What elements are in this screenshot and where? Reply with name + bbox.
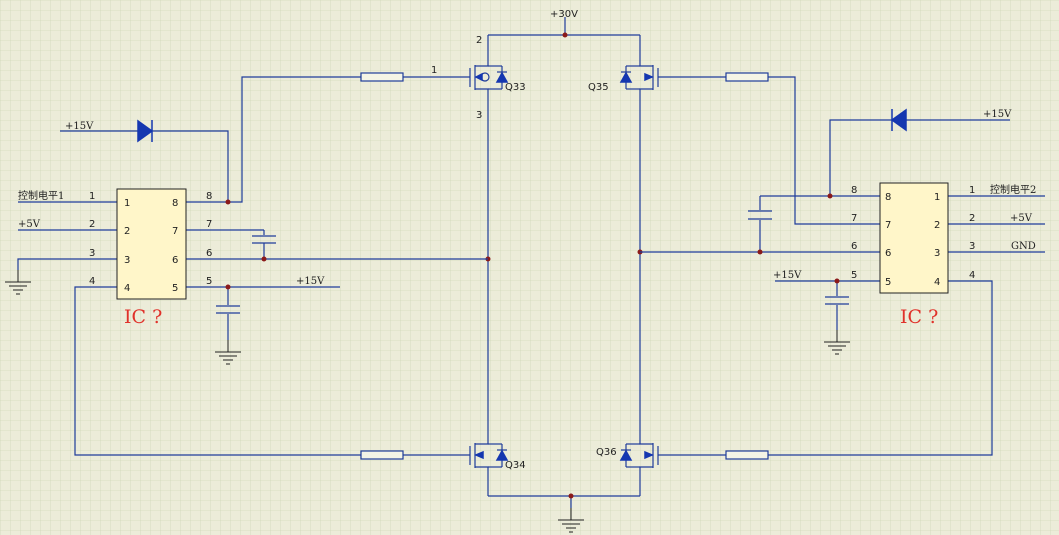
capacitor-left-bootstrap xyxy=(252,235,276,244)
left-ic-in-7: 7 xyxy=(172,226,178,237)
label-15v-left-diode: +15V xyxy=(65,121,94,132)
junction-left-pin6 xyxy=(261,256,267,262)
diode-right xyxy=(890,108,907,132)
right-ic-out-3: 3 xyxy=(969,241,975,252)
label-q35: Q35 xyxy=(588,82,609,93)
mosfet-q36: Q36 xyxy=(596,441,659,470)
mosfet-q35: Q35 xyxy=(588,63,659,93)
right-ic-out-2: 2 xyxy=(969,213,975,224)
left-ic-in-8: 8 xyxy=(172,198,178,209)
diode-left xyxy=(137,119,154,143)
label-q33: Q33 xyxy=(505,82,526,93)
right-ic-in-4: 4 xyxy=(934,277,940,288)
junction-ground xyxy=(568,493,574,499)
junction-left-pin5 xyxy=(225,284,231,290)
resistor-q36-gate xyxy=(725,450,769,460)
capacitor-left-bypass xyxy=(216,305,240,314)
right-ic-in-7: 7 xyxy=(885,220,891,231)
left-ic-out-8: 8 xyxy=(206,191,212,202)
left-ic-in-3: 3 xyxy=(124,255,130,266)
right-ic-in-8: 8 xyxy=(885,192,891,203)
label-q34: Q34 xyxy=(505,460,526,471)
right-ic-in-3: 3 xyxy=(934,248,940,259)
q33-pin-1: 1 xyxy=(431,65,437,76)
ic-right-label: IC ? xyxy=(900,306,938,328)
label-5v-right: +5V xyxy=(1010,213,1033,224)
junction-right-pin6 xyxy=(757,249,763,255)
right-ic-in-5: 5 xyxy=(885,277,891,288)
capacitor-right-bypass xyxy=(825,296,849,305)
resistor-q34-gate xyxy=(360,450,404,460)
left-ic-in-2: 2 xyxy=(124,226,130,237)
right-ic-out-5: 5 xyxy=(851,270,857,281)
label-30v: +30V xyxy=(550,9,578,20)
label-control-left: 控制电平1 xyxy=(18,189,64,202)
gate-wiring xyxy=(74,76,993,456)
resistor-q35-gate xyxy=(725,72,769,82)
right-ic-out-6: 6 xyxy=(851,241,857,252)
label-15v-right-pin5: +15V xyxy=(773,270,802,281)
right-ic-in-2: 2 xyxy=(934,220,940,231)
right-ic-out-4: 4 xyxy=(969,270,975,281)
junction-30v xyxy=(562,32,568,38)
junction-left-pin8 xyxy=(225,199,231,205)
left-ic-out-2: 2 xyxy=(89,219,95,230)
label-q36: Q36 xyxy=(596,447,617,458)
right-ic-out-1: 1 xyxy=(969,185,975,196)
right-ic-out-7: 7 xyxy=(851,213,857,224)
ic-left xyxy=(116,188,187,300)
left-ic-in-1: 1 xyxy=(124,198,130,209)
right-ic-in-1: 1 xyxy=(934,192,940,203)
left-ic-in-4: 4 xyxy=(124,283,130,294)
left-ic-in-5: 5 xyxy=(172,283,178,294)
label-5v-left: +5V xyxy=(18,219,41,230)
left-ic-out-3: 3 xyxy=(89,248,95,259)
junction-right-pin8 xyxy=(827,193,833,199)
left-ic-out-6: 6 xyxy=(206,248,212,259)
label-gnd-right: GND xyxy=(1011,241,1036,252)
q33-pin-3: 3 xyxy=(476,110,482,121)
q33-pin-2: 2 xyxy=(476,35,482,46)
resistor-q33-gate xyxy=(360,72,404,82)
label-15v-left-pin5: +15V xyxy=(296,276,325,287)
left-ic-in-6: 6 xyxy=(172,255,178,266)
ic-right xyxy=(879,182,949,294)
left-ic-out-1: 1 xyxy=(89,191,95,202)
left-ic-out-4: 4 xyxy=(89,276,95,287)
label-15v-right-diode: +15V xyxy=(983,109,1012,120)
left-ic-out-7: 7 xyxy=(206,219,212,230)
mosfet-q33: Q33 xyxy=(469,63,526,93)
left-ic-out-5: 5 xyxy=(206,276,212,287)
label-control-right: 控制电平2 xyxy=(990,183,1036,196)
capacitor-right-bootstrap xyxy=(748,210,772,220)
left-ic-wiring xyxy=(17,130,488,340)
ic-left-label: IC ? xyxy=(124,306,162,328)
right-ic-in-6: 6 xyxy=(885,248,891,259)
junction-right-pin5 xyxy=(834,278,840,284)
right-ic-out-8: 8 xyxy=(851,185,857,196)
